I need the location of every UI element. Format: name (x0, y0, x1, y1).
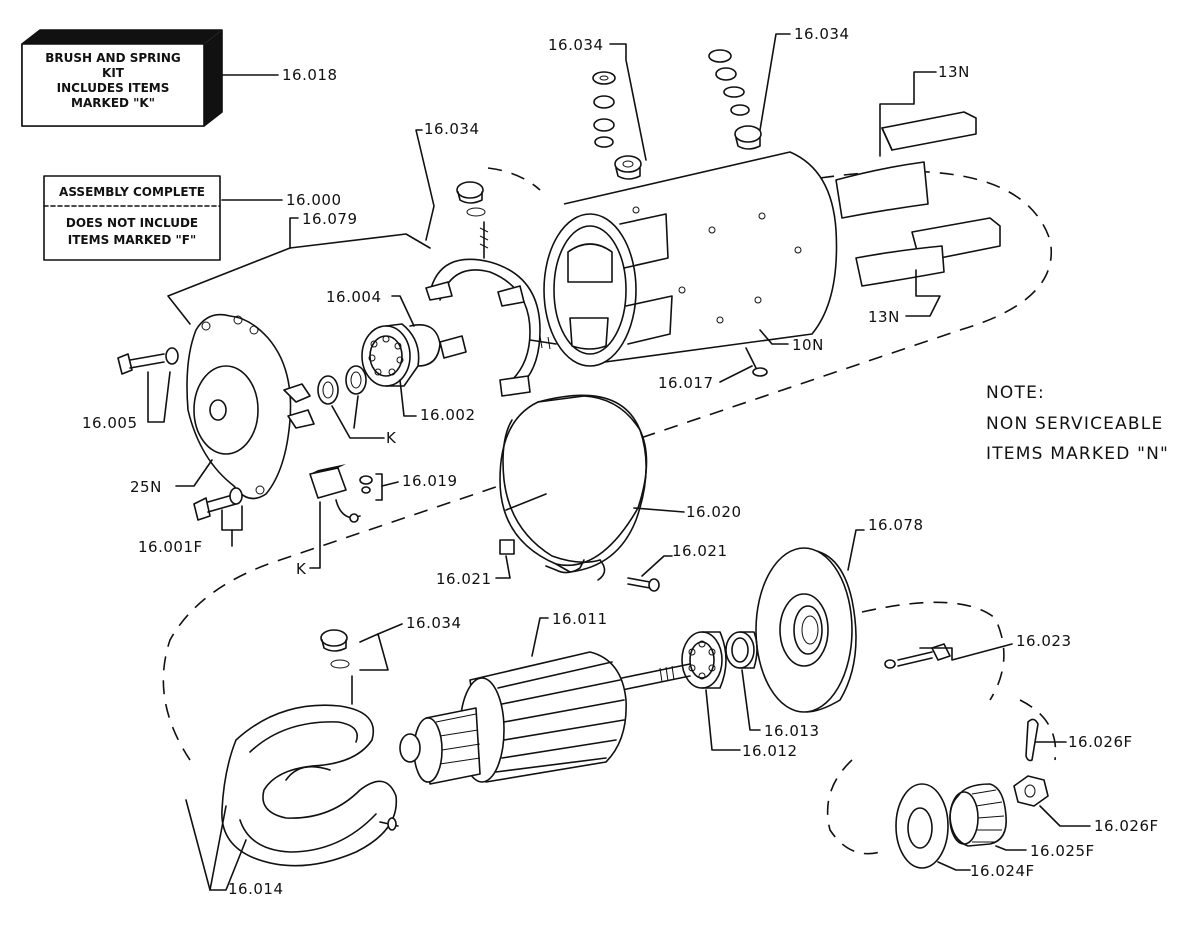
drive-end-bearing (681, 631, 727, 689)
label-16-002: 16.002 (420, 406, 476, 424)
brush-spring-kit-box: BRUSH AND SPRING KIT INCLUDES ITEMS MARK… (21, 29, 223, 127)
label-16-034-b: 16.034 (794, 25, 850, 43)
label-16-079: 16.079 (302, 210, 358, 228)
note-line-3: ITEMS MARKED "N" (986, 444, 1169, 464)
commutator-end-bearing (361, 323, 420, 387)
label-16-021-b: 16.021 (672, 542, 728, 560)
commutator-end-head (186, 313, 315, 500)
kit-box-line-2: KIT (102, 66, 125, 80)
cotter-pin (1025, 718, 1039, 762)
label-16-014: 16.014 (228, 880, 284, 898)
carbon-brush (309, 464, 361, 523)
assembly-box-line-2: DOES NOT INCLUDE (66, 216, 198, 230)
frame-screw (745, 347, 768, 377)
field-coil-terminal (320, 629, 350, 669)
label-16-005: 16.005 (82, 414, 138, 432)
label-16-021-a: 16.021 (436, 570, 492, 588)
label-16-019: 16.019 (402, 472, 458, 490)
note-block: NOTE: NON SERVICEABLE ITEMS MARKED "N" (986, 383, 1169, 464)
brush-screw-and-washer (359, 475, 373, 494)
castle-nut (1013, 775, 1049, 807)
pole-shoe-lower (855, 217, 1001, 287)
kit-box-line-1: BRUSH AND SPRING (45, 51, 181, 65)
label-16-034-d: 16.034 (406, 614, 462, 632)
terminal-nut-stack-left (592, 71, 642, 180)
assembly-box-line-3: ITEMS MARKED "F" (68, 233, 196, 247)
armature (399, 651, 691, 785)
label-16-025f: 16.025F (1030, 842, 1095, 860)
label-10n: 10N (792, 336, 824, 354)
label-16-020: 16.020 (686, 503, 742, 521)
label-16-023: 16.023 (1016, 632, 1072, 650)
label-k-brush: K (296, 560, 307, 578)
drive-end-frame (755, 547, 857, 713)
label-16-011: 16.011 (552, 610, 608, 628)
terminal-nut-stack-right (708, 49, 762, 150)
field-coils (221, 675, 399, 867)
kit-box-line-3: INCLUDES ITEMS (57, 81, 170, 95)
note-line-2: NON SERVICEABLE (986, 414, 1163, 434)
pinion-washer (895, 783, 949, 869)
cover-band-screw (627, 577, 660, 592)
bearing-spacer (725, 631, 758, 669)
drive-pinion (949, 783, 1007, 847)
label-16-034-a: 16.034 (548, 36, 604, 54)
note-title: NOTE: (986, 383, 1045, 403)
mounting-bolt (193, 487, 243, 521)
brush-spring-right (345, 365, 367, 395)
pole-shoe-upper (835, 111, 977, 219)
label-25n: 25N (130, 478, 162, 496)
label-16-026f-a: 16.026F (1068, 733, 1133, 751)
label-16-078: 16.078 (868, 516, 924, 534)
cover-band (499, 394, 648, 581)
label-16-024f: 16.024F (970, 862, 1035, 880)
kit-box-line-4: MARKED "K" (71, 96, 155, 110)
brush-spring-left (317, 375, 339, 405)
end-frame-outline (861, 601, 1005, 701)
label-16-017: 16.017 (658, 374, 714, 392)
pinion-outline (826, 699, 1057, 855)
label-16-018: 16.018 (282, 66, 338, 84)
label-16-004: 16.004 (326, 288, 382, 306)
bearing-spring (409, 324, 441, 367)
label-13n-top: 13N (938, 63, 970, 81)
label-16-026f-b: 16.026F (1094, 817, 1159, 835)
label-16-000: 16.000 (286, 191, 342, 209)
upper-assembly-outline (162, 167, 1052, 761)
label-k-spring: K (386, 429, 397, 447)
through-bolt (117, 347, 179, 375)
assembly-complete-box: ASSEMBLY COMPLETE DOES NOT INCLUDE ITEMS… (43, 175, 221, 261)
cover-band-nut (499, 539, 515, 555)
label-13n-bottom: 13N (868, 308, 900, 326)
assembly-box-line-1: ASSEMBLY COMPLETE (59, 185, 205, 199)
brush-ring-terminal (456, 181, 486, 217)
label-16-013: 16.013 (764, 722, 820, 740)
field-frame-housing (543, 151, 838, 367)
brush-holder-ring (425, 221, 557, 397)
label-16-012: 16.012 (742, 742, 798, 760)
label-16-001f: 16.001F (138, 538, 203, 556)
label-16-034-c: 16.034 (424, 120, 480, 138)
